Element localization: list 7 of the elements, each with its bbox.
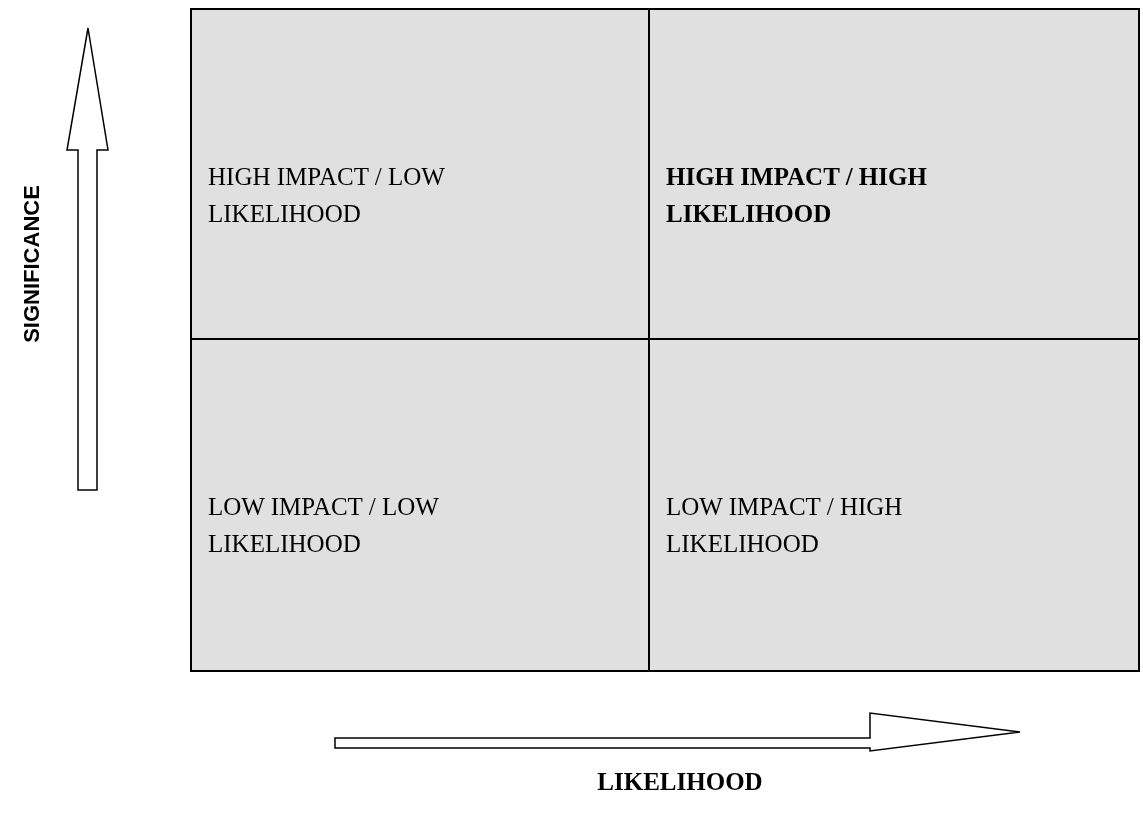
quadrant-label: LOW IMPACT / LOW LIKELIHOOD — [208, 492, 440, 559]
axis-label: LIKELIHOOD — [597, 768, 763, 796]
quadrant-cell — [192, 10, 650, 340]
quadrant-label: LOW IMPACT / HIGH LIKELIHOOD — [666, 492, 904, 559]
quadrant-label: HIGH IMPACT / LOW LIKELIHOOD — [208, 162, 446, 229]
quadrant-label: HIGH IMPACT / HIGH LIKELIHOOD — [666, 162, 928, 229]
axis-label: SIGNIFICANCE — [19, 185, 45, 343]
